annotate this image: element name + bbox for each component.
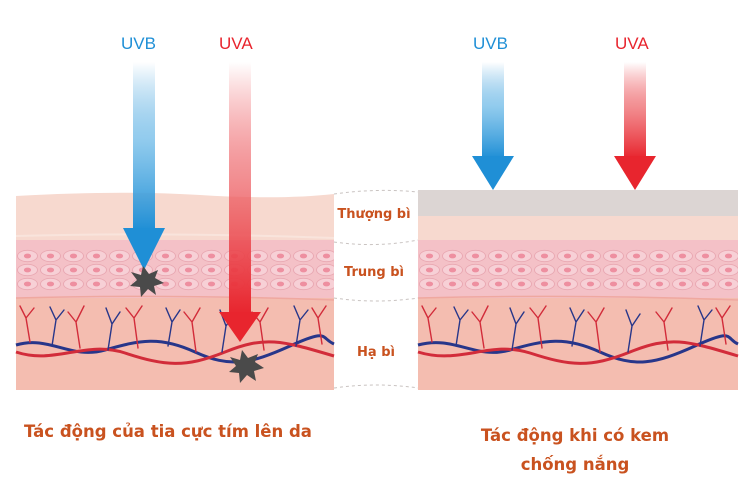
uvb-label-left: UVB [121, 34, 156, 53]
uva-label-right: UVA [615, 34, 649, 53]
layer-label-hypodermis: Hạ bì [357, 345, 395, 360]
layer-bracket-lines [333, 189, 419, 389]
uva-arrow-left [219, 62, 261, 342]
caption-with-sunscreen: Tác động khi có kem chống nắng [480, 426, 670, 474]
uvb-arrow-left [123, 62, 165, 270]
uvb-arrow-right [472, 62, 514, 190]
impact-burst-icon [130, 266, 164, 297]
layer-label-dermis: Trung bì [344, 265, 404, 280]
uva-label-left: UVA [219, 34, 253, 53]
caption-without-sunscreen: Tác động của tia cực tím lên da [24, 422, 312, 441]
skin-block-right [417, 190, 739, 390]
uva-arrow-right [614, 62, 656, 190]
uvb-label-right: UVB [473, 34, 508, 53]
impact-burst-icon [229, 350, 264, 383]
sunscreen-film [418, 190, 738, 216]
layer-label-epidermis: Thượng bì [337, 207, 411, 222]
skin-block-left [15, 192, 335, 390]
